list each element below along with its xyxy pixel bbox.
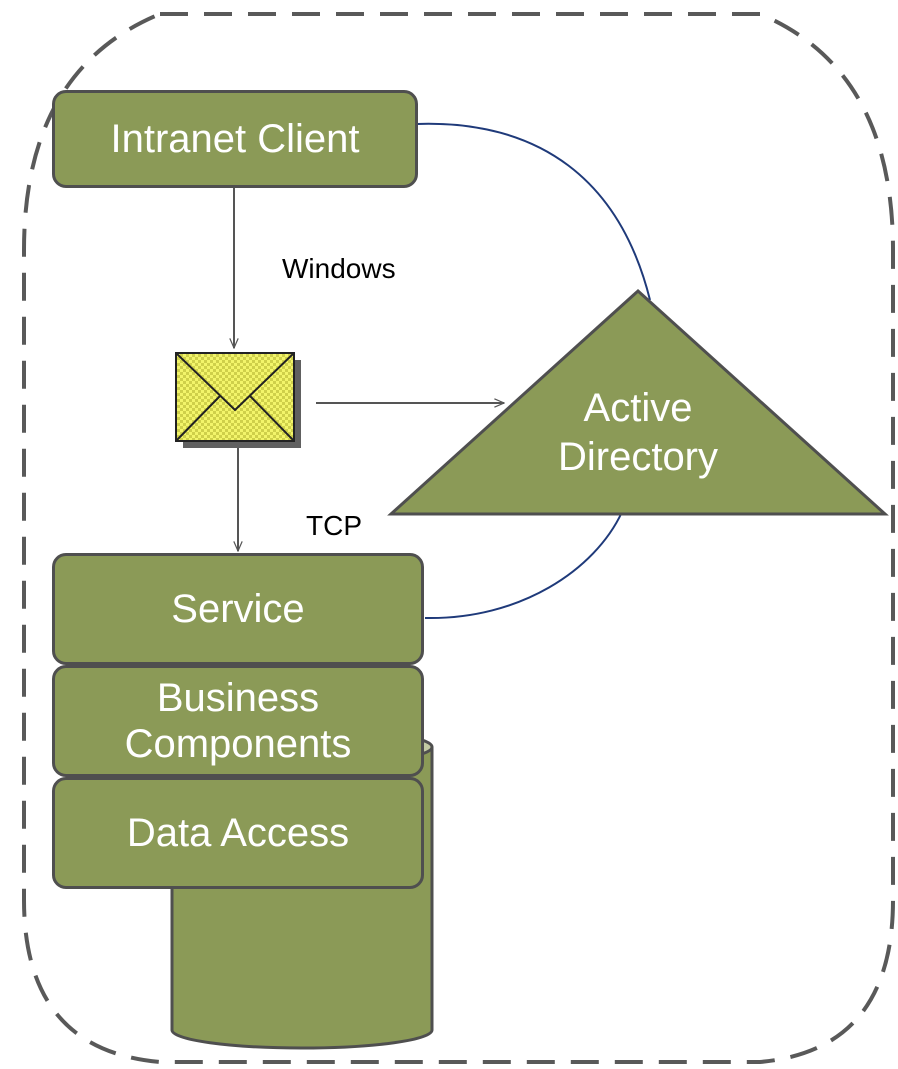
intranet-client-node: Intranet Client <box>52 90 418 188</box>
active-directory-line2: Directory <box>557 434 719 479</box>
tcp-label: TCP <box>306 510 362 541</box>
data-access-node: Data Access <box>52 777 424 889</box>
system-boundary <box>22 12 895 1064</box>
business-components-node: Business Components <box>52 665 424 777</box>
envelope-icon <box>175 352 301 448</box>
active-directory-node <box>387 288 889 516</box>
business-line2: Components <box>124 722 352 766</box>
windows-label: Windows <box>282 253 396 284</box>
intranet-client-label: Intranet Client <box>110 117 360 161</box>
service-node: Service <box>52 553 424 665</box>
active-directory-label: Active Directory <box>538 384 738 482</box>
data-access-label: Data Access <box>126 811 350 855</box>
business-line1: Business <box>156 676 320 720</box>
active-directory-line1: Active <box>583 386 693 430</box>
service-label: Service <box>171 587 305 631</box>
ad-link-service <box>424 511 623 620</box>
ad-link-client <box>416 122 651 301</box>
